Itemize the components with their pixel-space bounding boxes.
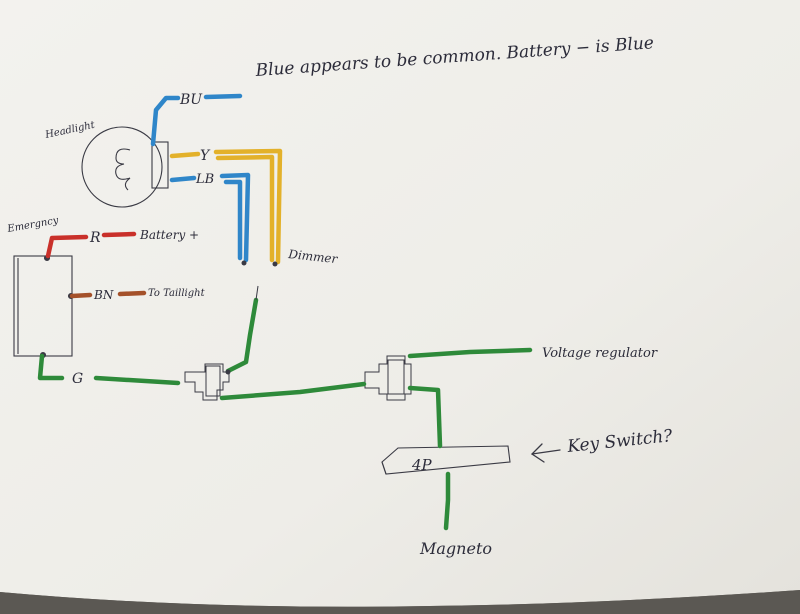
label-g: G <box>72 371 83 387</box>
wire-lb-inner <box>223 179 243 261</box>
wire-connectors-link <box>219 381 367 401</box>
key-switch-arrow <box>530 443 561 463</box>
connector-left <box>184 363 230 401</box>
wire-bu <box>150 95 181 147</box>
wire-bn <box>69 292 93 299</box>
key-switch-block <box>381 445 511 475</box>
label-voltage-regulator: Voltage regulator <box>542 346 658 361</box>
label-bn: BN <box>93 288 114 302</box>
dimmer-pencil-line <box>255 285 259 301</box>
label-4p: 4P <box>411 456 433 474</box>
dimmer-terminal-right <box>272 261 278 267</box>
wire-y-stub <box>169 151 201 159</box>
connector-right <box>364 355 412 401</box>
red-wire <box>45 231 137 259</box>
label-r: R <box>89 230 101 246</box>
wire-battery-plus <box>101 231 137 238</box>
wire-g <box>93 375 181 386</box>
label-y: Y <box>200 148 211 164</box>
wire-bn-end <box>117 290 147 297</box>
green-wires <box>37 297 533 531</box>
yellow-wires <box>169 148 283 265</box>
label-lb: LB <box>195 172 214 187</box>
blue-wires <box>150 93 251 263</box>
headlight-connector <box>151 141 169 189</box>
dimmer-terminals <box>225 260 278 375</box>
wire-r <box>45 234 89 259</box>
wire-voltage-regulator <box>407 347 533 359</box>
wire-magneto <box>443 471 451 531</box>
label-magneto: Magneto <box>419 539 492 558</box>
headlight-bulb <box>81 126 163 208</box>
wire-bu-end <box>203 93 243 100</box>
headlight-filament <box>115 148 131 191</box>
wire-lb <box>219 172 251 263</box>
brown-wire <box>69 290 147 299</box>
wire-lb-stub <box>169 175 197 183</box>
label-dimmer: Dimmer <box>287 247 340 266</box>
label-to-taillight: To Taillight <box>148 288 206 299</box>
headlight <box>81 126 169 208</box>
wire-g-stub <box>37 353 65 381</box>
wire-key-switch <box>407 385 443 449</box>
label-battery-plus: Battery + <box>139 228 199 242</box>
label-bu: BU <box>179 92 203 108</box>
table-shadow <box>0 590 800 614</box>
wire-dimmer-down <box>225 297 259 374</box>
wire-y-inner <box>215 154 275 263</box>
wire-y <box>213 148 283 265</box>
dimmer-terminal-left <box>241 260 247 266</box>
connector-dot <box>225 369 231 375</box>
